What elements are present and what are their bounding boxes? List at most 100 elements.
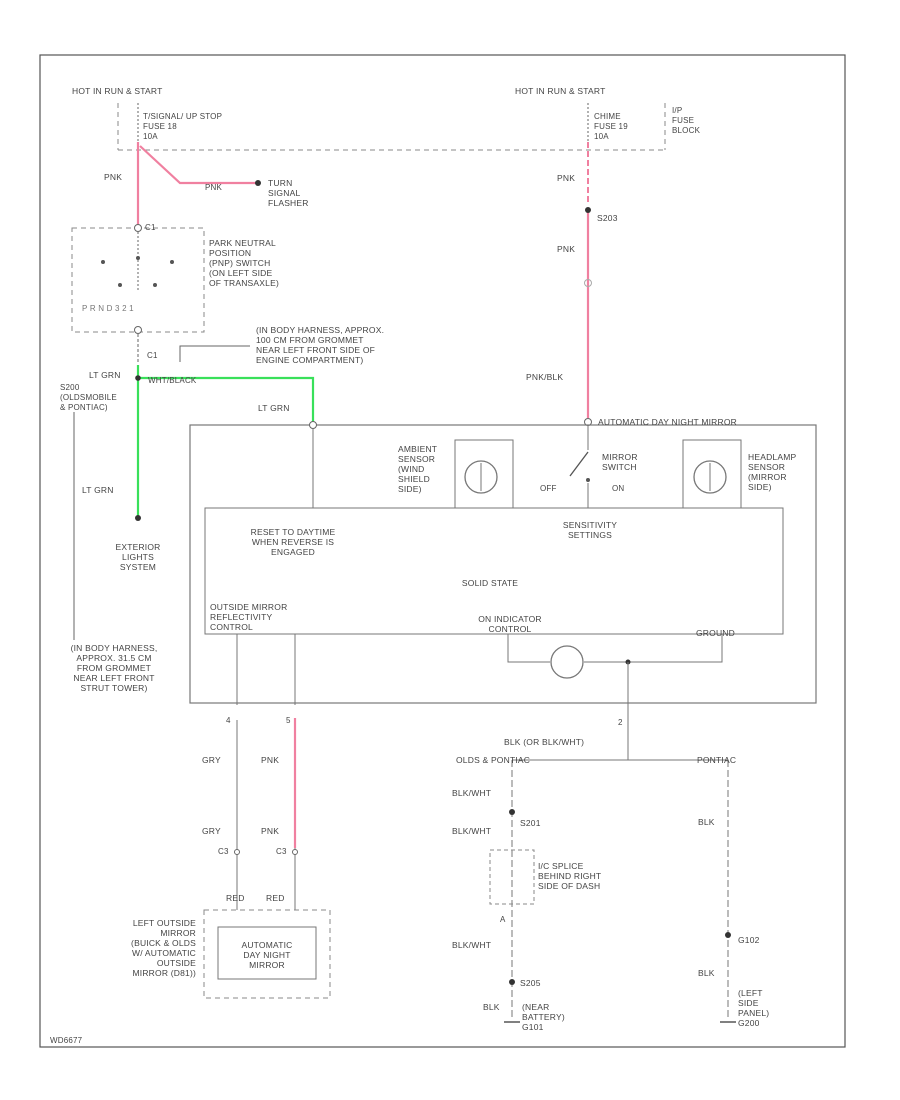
wire-color-pnk-blk: PNK/BLK [526,372,564,382]
pnp-switch-label: PARK NEUTRAL POSITION (PNP) SWITCH (ON L… [209,238,279,288]
fuse-18-label: T/SIGNAL/ UP STOP FUSE 18 10A [143,112,223,141]
wire-color-pnk-4: PNK [557,244,576,254]
wire-color-wht-black: WHT/BLACK [148,376,197,385]
solid-state-label: SOLID STATE [461,578,519,588]
pnp-contact-d [153,283,157,287]
ground-label: GROUND [696,628,735,638]
pin-5-label: 5 [286,716,291,725]
splice-s205 [509,979,515,985]
ground-g102 [725,932,731,938]
wire-color-red-1: RED [226,893,245,903]
headlamp-sensor-icon [693,460,727,494]
headlamp-sensor-label: HEADLAMP SENSOR (MIRROR SIDE) [748,452,797,492]
connector-c3-left [234,849,240,855]
wire-color-ltgrn-2: LT GRN [258,403,290,413]
solid-state-box [204,507,784,635]
switch-contact [586,478,590,482]
headlamp-sensor-box [682,439,742,509]
splice-s203 [585,207,591,213]
ambient-sensor-box [454,439,514,509]
wire-color-pnk-2: PNK [205,183,223,192]
splice-s203-label: S203 [597,213,618,223]
auto-mirror-box-label: AUTOMATIC DAY NIGHT MIRROR [241,940,293,970]
pnp-pins-label: P R N D 3 2 1 [82,304,134,313]
ground-g200-label: (LEFT SIDE PANEL) G200 [738,988,770,1028]
pnp-terminal-top [134,224,142,232]
ip-splice-boundary [489,849,535,905]
splice-s200 [135,375,141,381]
indicator-circuit [507,634,550,663]
wire-color-blk-wht-2: BLK/WHT [452,826,492,836]
splice-s200-label: S200 (OLDSMOBILE & PONTIAC) [60,383,117,412]
wire-color-ltgrn-3: LT GRN [82,485,114,495]
pnp-terminal-bottom [134,326,142,334]
wire-ltgrn-to-mirror [138,376,315,422]
hot-run-start-left: HOT IN RUN & START [72,86,163,96]
pin-2-label: 2 [618,718,623,727]
exterior-lights-terminal [135,515,141,521]
hot-run-start-right: HOT IN RUN & START [515,86,606,96]
left-outside-mirror-label: LEFT OUTSIDE MIRROR (BUICK & OLDS W/ AUT… [131,918,196,978]
outside-mirror-unit [217,926,317,980]
flasher-terminal [255,180,261,186]
outside-mirror-ctrl-label: OUTSIDE MIRROR REFLECTIVITY CONTROL [210,602,288,632]
ground-g101-label: (NEAR BATTERY) G101 [522,1002,565,1032]
wire-color-pnk-1: PNK [104,172,123,182]
ground-circuit [584,634,723,663]
wire-color-pnk-3: PNK [557,173,576,183]
fuse-19-label: CHIME FUSE 19 10A [594,112,628,141]
pnp-contact-p [101,260,105,264]
wire-color-blk-or-blk-wht: BLK (OR BLK/WHT) [504,737,585,747]
switch-on-label: ON [612,484,625,493]
diagram-footer-id: WD6677 [50,1036,83,1045]
sensitivity-label: SENSITIVITY SETTINGS [562,520,618,540]
connector-c3-left-label: C3 [218,847,229,856]
wire-color-pnk-5: PNK [261,755,280,765]
mirror-switch-label: MIRROR SWITCH [602,452,638,472]
body-harness-note-2: (IN BODY HARNESS, APPROX. 31.5 CM FROM G… [70,643,158,693]
pnp-contact-r [136,256,140,260]
outside-mirror-boundary [203,909,331,999]
pontiac-label: PONTIAC [697,755,737,765]
pin-a-label: A [500,915,506,924]
inline-connector [584,279,592,287]
mirror-switch-blade [569,451,589,477]
pin-4-label: 4 [226,716,231,725]
wire-color-gry-2: GRY [202,826,221,836]
connector-c3-right [292,849,298,855]
turn-signal-flasher-label: TURN SIGNAL FLASHER [268,178,309,208]
pnp-contact-n [118,283,122,287]
splice-s201-label: S201 [520,818,541,828]
wire-color-gry-1: GRY [202,755,221,765]
wire-color-blk-2: BLK [698,968,715,978]
indicator-control-label: ON INDICATOR CONTROL [478,614,542,634]
connector-c1-top: C1 [145,223,156,232]
wire-color-red-2: RED [266,893,285,903]
diagram-frame [39,54,846,1048]
reset-daytime-label: RESET TO DAYTIME WHEN REVERSE IS ENGAGED [250,527,336,557]
wire-color-blk-1: BLK [698,817,715,827]
splice-s205-label: S205 [520,978,541,988]
indicator-lamp-icon [550,645,584,679]
ambient-sensor-label: AMBIENT SENSOR (WIND SHIELD SIDE) [398,444,438,494]
connector-c3-right-label: C3 [276,847,287,856]
wire-color-blk-3: BLK [483,1002,500,1012]
splice-s201 [509,809,515,815]
olds-pontiac-label: OLDS & PONTIAC [456,755,531,765]
mirror-title: AUTOMATIC DAY NIGHT MIRROR [598,417,738,427]
wire-color-blk-wht-1: BLK/WHT [452,788,492,798]
ground-g102-label: G102 [738,935,760,945]
harness-pointer-1 [179,345,250,362]
ip-fuse-block-label: I/P FUSE BLOCK [672,106,701,135]
wire-color-ltgrn-1: LT GRN [89,370,121,380]
ip-splice-label: I/C SPLICE BEHIND RIGHT SIDE OF DASH [538,861,602,891]
mirror-terminal-left [309,421,317,429]
connector-c1-mid: C1 [147,351,158,360]
body-harness-note-1: (IN BODY HARNESS, APPROX. 100 CM FROM GR… [256,325,385,365]
mirror-boundary [189,424,817,704]
wire-color-blk-wht-3: BLK/WHT [452,940,492,950]
switch-off-label: OFF [540,484,557,493]
pnp-contact-3 [170,260,174,264]
exterior-lights-label: EXTERIOR LIGHTS SYSTEM [115,542,161,572]
